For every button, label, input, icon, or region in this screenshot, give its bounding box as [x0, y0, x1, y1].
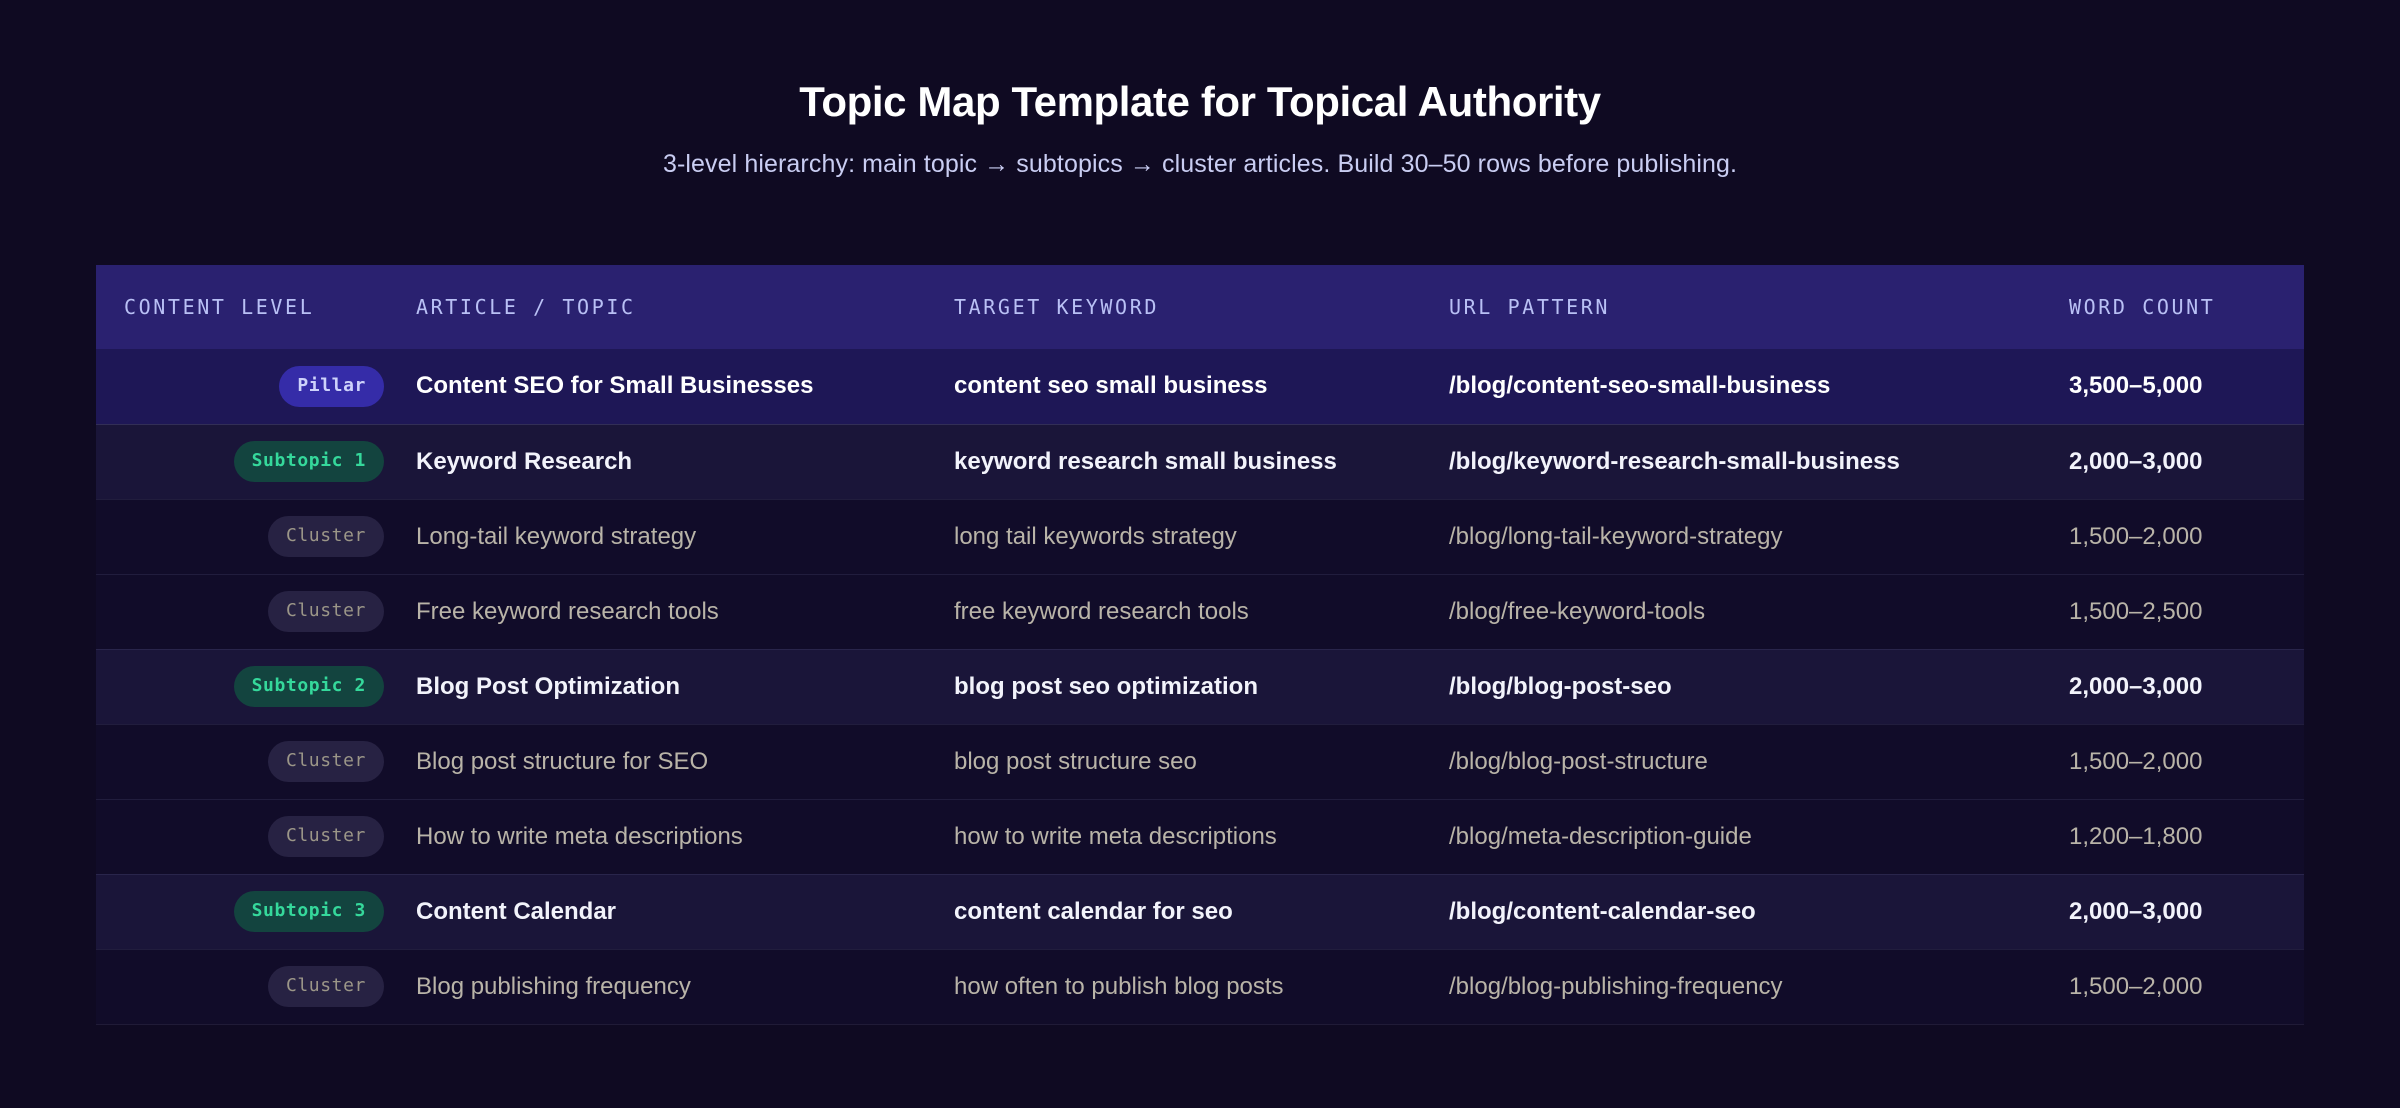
column-header-content-level[interactable]: CONTENT LEVEL: [96, 265, 400, 349]
page-title: Topic Map Template for Topical Authority: [799, 78, 1601, 125]
cell-content-level: Pillar: [96, 349, 400, 425]
cell-url-pattern: /blog/blog-post-structure: [1435, 724, 2055, 800]
cell-target-keyword: blog post seo optimization: [940, 649, 1435, 725]
cell-target-keyword: blog post structure seo: [940, 724, 1435, 800]
cell-content-level: Cluster: [96, 724, 400, 800]
level-badge-cluster[interactable]: Cluster: [267, 816, 384, 857]
level-badge-subtopic[interactable]: Subtopic 3: [233, 891, 384, 932]
cell-word-count: 1,200–1,800: [2055, 799, 2304, 875]
cell-article-topic: Blog post structure for SEO: [400, 724, 940, 800]
level-badge-cluster[interactable]: Cluster: [267, 516, 384, 557]
cell-article-topic: Blog Post Optimization: [400, 649, 940, 725]
cell-url-pattern: /blog/meta-description-guide: [1435, 799, 2055, 875]
table-header-row: CONTENT LEVEL ARTICLE / TOPIC TARGET KEY…: [96, 265, 2304, 349]
table-header: CONTENT LEVEL ARTICLE / TOPIC TARGET KEY…: [96, 265, 2304, 349]
level-badge-cluster[interactable]: Cluster: [267, 966, 384, 1007]
cell-article-topic: How to write meta descriptions: [400, 799, 940, 875]
cell-content-level: Subtopic 1: [96, 424, 400, 500]
cell-content-level: Cluster: [96, 799, 400, 875]
cell-word-count: 2,000–3,000: [2055, 649, 2304, 725]
cell-url-pattern: /blog/keyword-research-small-business: [1435, 424, 2055, 500]
column-header-url-pattern[interactable]: URL PATTERN: [1435, 265, 2055, 349]
cell-url-pattern: /blog/free-keyword-tools: [1435, 574, 2055, 650]
cell-target-keyword: content seo small business: [940, 349, 1435, 425]
cell-word-count: 2,000–3,000: [2055, 874, 2304, 950]
column-header-article-topic[interactable]: ARTICLE / TOPIC: [400, 265, 940, 349]
cell-article-topic: Blog publishing frequency: [400, 949, 940, 1025]
cell-target-keyword: how often to publish blog posts: [940, 949, 1435, 1025]
cell-target-keyword: content calendar for seo: [940, 874, 1435, 950]
level-badge-cluster[interactable]: Cluster: [267, 591, 384, 632]
page-header: Topic Map Template for Topical Authority…: [0, 0, 2400, 179]
cell-content-level: Cluster: [96, 499, 400, 575]
cell-target-keyword: free keyword research tools: [940, 574, 1435, 650]
cell-word-count: 1,500–2,000: [2055, 499, 2304, 575]
cell-content-level: Subtopic 3: [96, 874, 400, 950]
cell-article-topic: Content SEO for Small Businesses: [400, 349, 940, 425]
cell-article-topic: Keyword Research: [400, 424, 940, 500]
level-badge-cluster[interactable]: Cluster: [267, 741, 384, 782]
cell-url-pattern: /blog/content-calendar-seo: [1435, 874, 2055, 950]
cell-url-pattern: /blog/blog-post-seo: [1435, 649, 2055, 725]
cell-word-count: 2,000–3,000: [2055, 424, 2304, 500]
cell-target-keyword: long tail keywords strategy: [940, 499, 1435, 575]
column-header-word-count[interactable]: WORD COUNT: [2055, 265, 2304, 349]
level-badge-subtopic[interactable]: Subtopic 1: [233, 441, 384, 482]
level-badge-pillar[interactable]: Pillar: [279, 365, 384, 407]
topic-map-table: CONTENT LEVEL ARTICLE / TOPIC TARGET KEY…: [96, 265, 2304, 1025]
cell-url-pattern: /blog/blog-publishing-frequency: [1435, 949, 2055, 1025]
column-header-target-keyword[interactable]: TARGET KEYWORD: [940, 265, 1435, 349]
cell-article-topic: Long-tail keyword strategy: [400, 499, 940, 575]
cell-url-pattern: /blog/content-seo-small-business: [1435, 349, 2055, 425]
cell-target-keyword: how to write meta descriptions: [940, 799, 1435, 875]
cell-content-level: Subtopic 2: [96, 649, 400, 725]
cell-target-keyword: keyword research small business: [940, 424, 1435, 500]
cell-word-count: 1,500–2,000: [2055, 949, 2304, 1025]
level-badge-subtopic[interactable]: Subtopic 2: [233, 666, 384, 707]
cell-word-count: 3,500–5,000: [2055, 349, 2304, 425]
topic-map-table-container: CONTENT LEVEL ARTICLE / TOPIC TARGET KEY…: [96, 265, 2304, 1025]
cell-word-count: 1,500–2,500: [2055, 574, 2304, 650]
cell-url-pattern: /blog/long-tail-keyword-strategy: [1435, 499, 2055, 575]
cell-word-count: 1,500–2,000: [2055, 724, 2304, 800]
cell-content-level: Cluster: [96, 574, 400, 650]
cell-article-topic: Free keyword research tools: [400, 574, 940, 650]
page-subtitle: 3-level hierarchy: main topic → subtopic…: [662, 150, 1738, 179]
cell-article-topic: Content Calendar: [400, 874, 940, 950]
cell-content-level: Cluster: [96, 949, 400, 1025]
